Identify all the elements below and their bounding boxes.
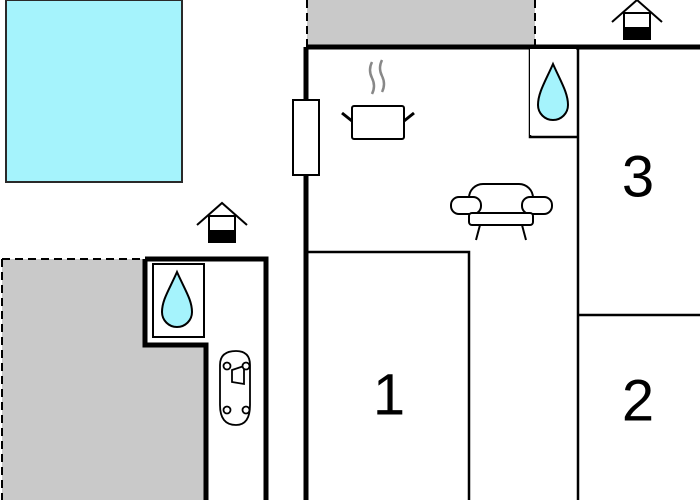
room-number-1: 1 (373, 362, 405, 427)
swimming-pool (5, 0, 183, 183)
house-entrance-icon (611, 0, 663, 40)
room-number-2: 2 (622, 368, 654, 433)
water-drop-icon (536, 61, 570, 121)
car-icon (219, 350, 251, 426)
terrace-top (306, 0, 536, 47)
cooking-pot-icon (341, 59, 415, 140)
terrace-left (1, 258, 206, 500)
side-building-walls (142, 256, 269, 500)
fireplace-icon (292, 99, 320, 176)
water-drop-icon (160, 269, 194, 328)
sofa-icon (450, 183, 553, 241)
house-entrance-icon (196, 201, 248, 243)
room-number-3: 3 (622, 144, 654, 209)
